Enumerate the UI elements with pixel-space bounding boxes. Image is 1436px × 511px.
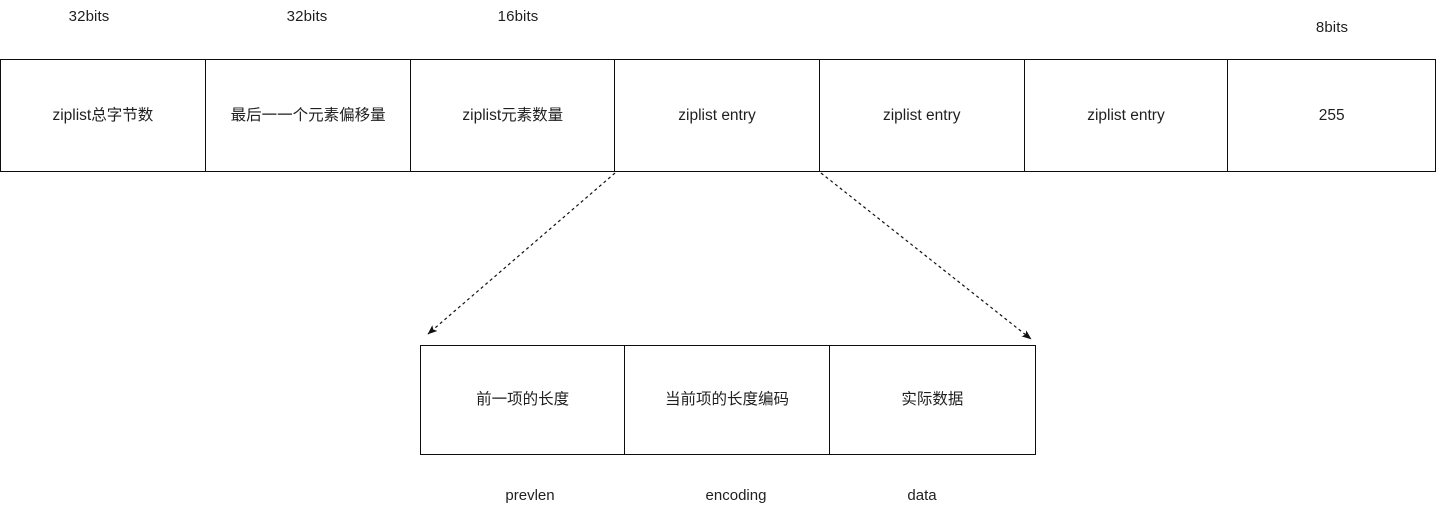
connector-left-line (427, 172, 616, 335)
bit-label-end: 8bits (1315, 19, 1349, 36)
bit-label-length: 16bits (497, 8, 539, 25)
ziplist-cell-zllen: ziplist元素数量 (411, 60, 616, 171)
ziplist-cell-zltail: 最后一一个元素偏移量 (205, 60, 412, 171)
entry-cell-data: 实际数据 (829, 346, 1035, 454)
field-label-data: data (907, 487, 937, 504)
ziplist-layout-table: ziplist总字节数 最后一一个元素偏移量 ziplist元素数量 zipli… (0, 59, 1436, 172)
ziplist-cell-entry-3: ziplist entry (1024, 60, 1229, 171)
bit-label-bytes: 32bits (68, 8, 110, 25)
field-label-encoding: encoding (705, 487, 767, 504)
ziplist-cell-zlend: 255 (1228, 60, 1436, 171)
bit-label-tail-offset: 32bits (286, 8, 328, 25)
connector-right-line (820, 172, 1032, 340)
entry-cell-prevlen: 前一项的长度 (421, 346, 626, 454)
ziplist-entry-detail-table: 前一项的长度 当前项的长度编码 实际数据 (420, 345, 1036, 455)
ziplist-cell-entry-2: ziplist entry (819, 60, 1025, 171)
ziplist-cell-entry-1: ziplist entry (615, 60, 820, 171)
ziplist-cell-zlbytes: ziplist总字节数 (1, 60, 206, 171)
field-label-prevlen: prevlen (505, 487, 555, 504)
entry-cell-encoding: 当前项的长度编码 (625, 346, 830, 454)
